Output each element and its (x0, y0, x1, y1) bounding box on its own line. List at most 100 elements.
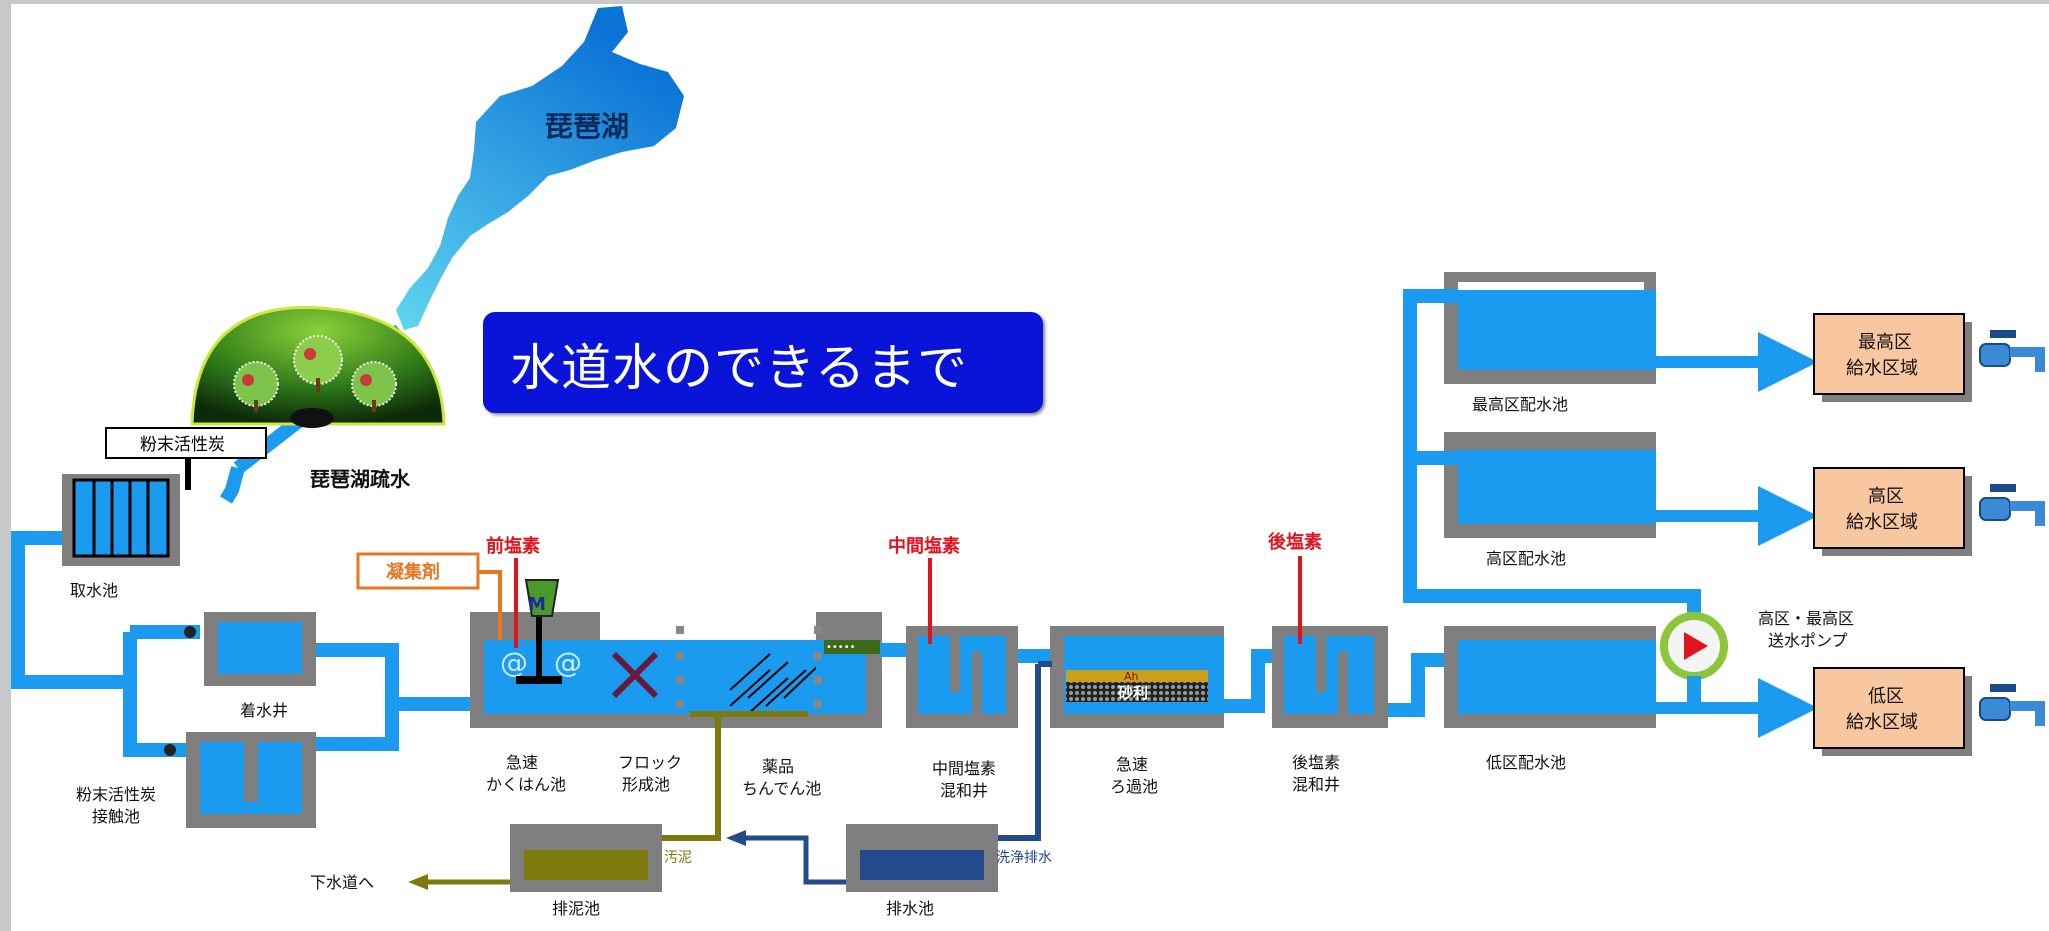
mid-mix-baffle (972, 652, 982, 714)
title-banner (483, 312, 1043, 413)
sedimentation-label-1: 薬品 (762, 757, 794, 776)
sludge-pipe (650, 711, 808, 841)
floc-label-2: 形成池 (622, 775, 670, 794)
post-mix-label-1: 後塩素 (1292, 753, 1340, 772)
supply-low-label-2: 給水区域 (1846, 712, 1918, 733)
baffle (814, 626, 822, 634)
drain-pond-fill (860, 850, 984, 880)
sedimentation-label-2: ちんでん池 (742, 779, 821, 798)
faucet-icon (1979, 330, 2045, 372)
drain-to-sludge-pipe (740, 835, 846, 885)
contact-tank-baffle (244, 742, 258, 802)
pipe-to-low-reservoir (1388, 653, 1448, 717)
highest-reservoir-gap (1458, 282, 1644, 290)
coagulant-feed-line (478, 570, 502, 640)
mid-mix-label-2: 混和井 (940, 781, 988, 800)
high-reservoir-water (1458, 450, 1656, 524)
motor-icon (524, 579, 560, 617)
pipe-to-post-mix (1224, 649, 1276, 713)
canal-label: 琵琶湖疏水 (310, 467, 411, 491)
lake-biwa-shape (396, 6, 684, 330)
tree-icon (351, 361, 397, 412)
swirl-icon: @ (554, 646, 582, 679)
low-reservoir-label: 低区配水池 (1486, 753, 1566, 772)
supply-low-label-1: 低区 (1868, 686, 1904, 707)
faucet-icon (1979, 684, 2045, 726)
tree-icon (293, 335, 343, 392)
page-title: 水道水のできるまで (510, 339, 968, 397)
filter-gravel (1066, 682, 1208, 702)
rapid-mix-label-1: 急速 (506, 753, 538, 772)
post-mix-label-2: 混和井 (1292, 775, 1340, 794)
tunnel-entrance (290, 408, 334, 428)
pipe-to-mix (316, 643, 399, 751)
sludge-pond-fill (524, 850, 648, 880)
motor-label: M (528, 594, 546, 615)
baffle (676, 652, 684, 660)
wash-drain-label: 洗浄排水 (996, 850, 1052, 866)
post-mix-water (1284, 636, 1374, 714)
filter-label-2: ろ過池 (1110, 777, 1158, 796)
mid-mix-water (918, 636, 1006, 714)
post-chlorine-label: 後塩素 (1268, 531, 1322, 553)
valve-icon (164, 744, 176, 756)
low-reservoir-water (1458, 640, 1656, 714)
wash-drain-pipe (980, 664, 1041, 841)
activated-carbon-label: 粉末活性炭 (140, 435, 225, 455)
highest-reservoir-label: 最高区配水池 (1472, 395, 1568, 414)
rapid-mix-label-2: かくはん池 (486, 775, 566, 794)
bypass-pipe (123, 632, 200, 757)
baffle (814, 652, 822, 660)
supply-highest-label-1: 最高区 (1858, 332, 1912, 353)
supply-box-low (1813, 667, 1965, 749)
lake-label: 琵琶湖 (545, 110, 629, 143)
to-sewer-label: 下水道へ (310, 873, 374, 892)
supply-high-label-2: 給水区域 (1846, 512, 1918, 533)
pump-label-2: 送水ポンプ (1768, 631, 1848, 650)
valve-icon (184, 626, 196, 638)
sludge-pond-label: 排泥池 (552, 899, 600, 918)
diagram-frame (11, 4, 2049, 931)
mixer-shaft (536, 614, 542, 678)
drain-pond-label: 排水池 (886, 899, 934, 918)
tree-icon (233, 361, 279, 412)
supply-box-highest (1813, 313, 1965, 395)
highest-reservoir-water (1458, 290, 1656, 370)
post-mix-baffle (1316, 636, 1326, 692)
baffle (814, 676, 822, 684)
high-reservoir-label: 高区配水池 (1486, 549, 1566, 568)
pump-label-1: 高区・最高区 (1758, 609, 1854, 628)
contact-tank-label-2: 接触池 (92, 807, 140, 826)
mixer-blade (516, 676, 562, 684)
floc-paddle-icon (611, 651, 659, 699)
supply-box-high (1813, 467, 1965, 549)
canal-pipe-2 (219, 466, 245, 504)
baffle (676, 676, 684, 684)
riser-pipe (1403, 289, 1701, 640)
receiving-well-label: 着水井 (240, 701, 288, 720)
filter-anthracite (1066, 670, 1208, 682)
contact-tank-label-1: 粉末活性炭 (76, 785, 156, 804)
receiving-well-water (218, 622, 302, 674)
intake-outflow-pipe (11, 531, 130, 689)
filter-anthracite-label: Ah (1124, 670, 1139, 683)
mid-mix-baffle (950, 636, 960, 692)
pump-impeller (1684, 632, 1708, 660)
mid-mix-label-1: 中間塩素 (932, 759, 996, 778)
swirl-icon: @ (500, 646, 528, 679)
filter-label-1: 急速 (1116, 755, 1148, 774)
baffle (676, 700, 684, 708)
floc-label-1: フロック (618, 753, 682, 772)
faucet-icon (1979, 484, 2045, 526)
collector-holes: ••••• (826, 642, 856, 653)
intake-label: 取水池 (70, 581, 118, 600)
filter-gravel-label: 砂利 (1118, 684, 1148, 702)
coagulant-label: 凝集剤 (386, 561, 440, 583)
supply-highest-label-2: 給水区域 (1846, 358, 1918, 379)
to-sewer-arrow (408, 874, 428, 890)
pre-chlorine-label: 前塩素 (486, 535, 540, 557)
intake-screen (72, 478, 170, 558)
supply-high-label-1: 高区 (1868, 486, 1904, 507)
